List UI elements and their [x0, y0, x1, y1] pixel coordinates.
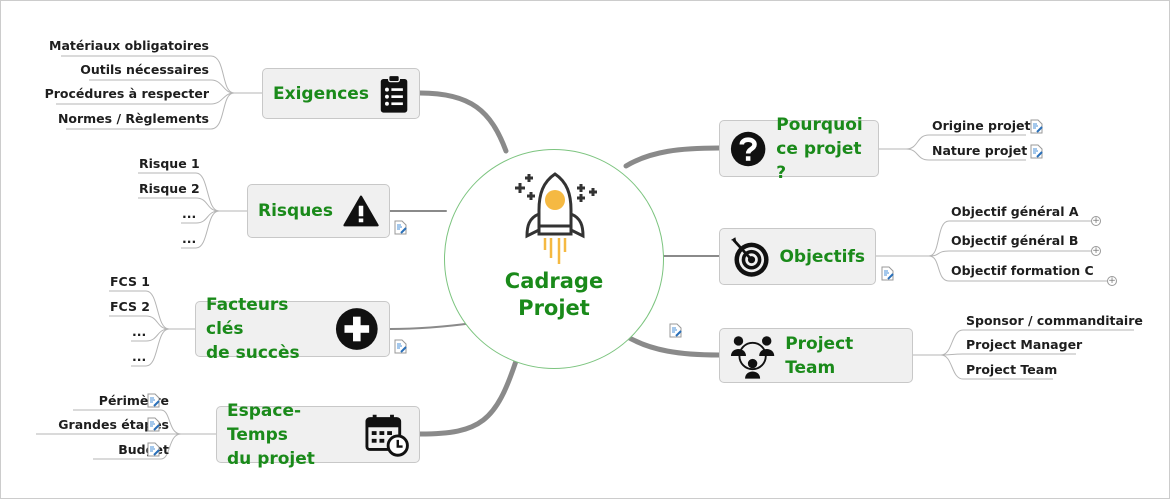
leaf[interactable]: Nature projet	[932, 143, 1028, 158]
topic-label-line2: du projet	[227, 448, 315, 469]
note-icon[interactable]	[881, 266, 894, 281]
leaf[interactable]: Project Team	[966, 362, 1058, 377]
leaf[interactable]: Matériaux obligatoires	[49, 38, 209, 53]
note-icon[interactable]	[394, 220, 407, 235]
team-icon	[730, 335, 775, 379]
topic-exigences[interactable]: Exigences	[262, 68, 420, 119]
note-icon[interactable]	[669, 323, 682, 338]
leaf[interactable]: ...	[182, 231, 197, 246]
leaf[interactable]: Budget	[118, 442, 169, 457]
note-icon[interactable]	[147, 417, 160, 432]
leaf[interactable]: Outils nécessaires	[80, 62, 209, 77]
topic-label-line1: Espace-Temps	[227, 400, 302, 445]
leaf[interactable]: ...	[182, 206, 197, 221]
topic-label: Project Team	[785, 333, 854, 378]
leaf[interactable]: Risque 1	[139, 156, 200, 171]
expand-icon[interactable]: +	[1107, 276, 1117, 286]
topic-risques[interactable]: Risques	[247, 184, 390, 238]
topic-label: Objectifs	[779, 246, 865, 267]
calendar-clock-icon	[365, 414, 409, 457]
target-icon	[730, 236, 769, 277]
topic-label-line2: de succès	[206, 343, 300, 363]
leaf[interactable]: Procédures à respecter	[44, 86, 209, 101]
leaf[interactable]: Grandes étapes	[58, 417, 169, 432]
topic-label-line1: Facteurs clés	[206, 295, 289, 339]
note-icon[interactable]	[147, 442, 160, 457]
note-icon[interactable]	[1030, 144, 1043, 159]
topic-pourquoi[interactable]: Pourquoi ce projet ?	[719, 115, 879, 183]
leaf[interactable]: Normes / Règlements	[57, 111, 209, 126]
leaf[interactable]: ...	[132, 324, 147, 339]
leaf[interactable]: ...	[132, 349, 147, 364]
expand-icon[interactable]: +	[1091, 216, 1101, 226]
rocket-icon	[515, 172, 597, 264]
leaf[interactable]: Objectif formation C	[951, 263, 1094, 278]
question-icon	[730, 131, 766, 166]
topic-project-team[interactable]: Project Team	[719, 328, 913, 383]
topic-label-line2: ce projet ?	[776, 138, 862, 183]
topic-label: Exigences	[273, 83, 369, 104]
leaf[interactable]: FCS 1	[110, 274, 150, 289]
topic-facteurs[interactable]: Facteurs clés de succès	[195, 295, 390, 363]
leaf[interactable]: Origine projet	[932, 118, 1031, 133]
topic-espace-temps[interactable]: Espace-Temps du projet	[216, 401, 420, 469]
leaf[interactable]: Project Manager	[966, 337, 1083, 352]
leaf[interactable]: Risque 2	[139, 181, 200, 196]
note-icon[interactable]	[394, 339, 407, 354]
note-icon[interactable]	[1030, 119, 1043, 134]
note-icon[interactable]	[147, 393, 160, 408]
central-title-line1: Cadrage	[504, 269, 604, 293]
topic-objectifs[interactable]: Objectifs	[719, 228, 876, 285]
leaf[interactable]: Sponsor / commanditaire	[966, 313, 1143, 328]
topic-label: Facteurs clés de succès	[206, 293, 325, 365]
leaf[interactable]: Objectif général A	[951, 204, 1079, 219]
topic-label: Risques	[258, 201, 333, 221]
leaf[interactable]: Objectif général B	[951, 233, 1079, 248]
plus-circle-icon	[336, 308, 379, 350]
warning-icon	[343, 195, 379, 227]
leaf[interactable]: FCS 2	[110, 299, 150, 314]
clipboard-list-icon	[380, 74, 408, 113]
topic-label-line1: Pourquoi	[776, 114, 863, 135]
expand-icon[interactable]: +	[1091, 246, 1101, 256]
central-title-line2: Projet	[518, 296, 590, 320]
